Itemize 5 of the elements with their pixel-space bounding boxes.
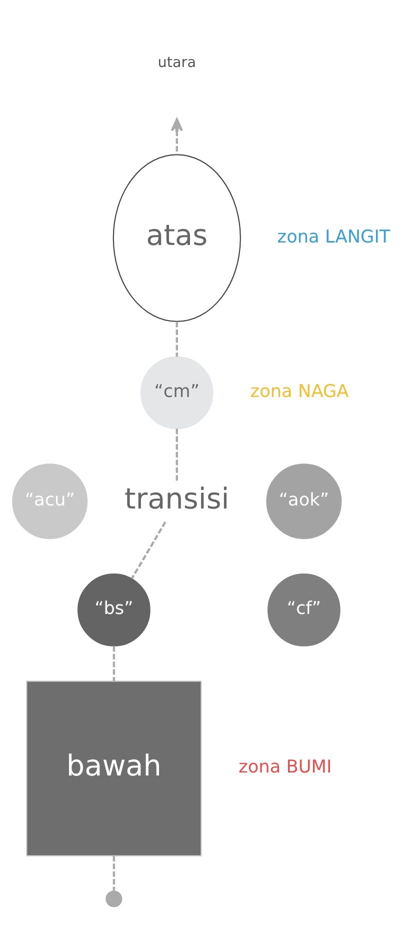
- label: zona NAGA: [250, 382, 349, 402]
- label: zona LANGIT: [277, 227, 390, 248]
- node-text: transisi: [124, 481, 230, 516]
- label: zona BUMI: [238, 758, 332, 778]
- label: utara: [158, 55, 196, 72]
